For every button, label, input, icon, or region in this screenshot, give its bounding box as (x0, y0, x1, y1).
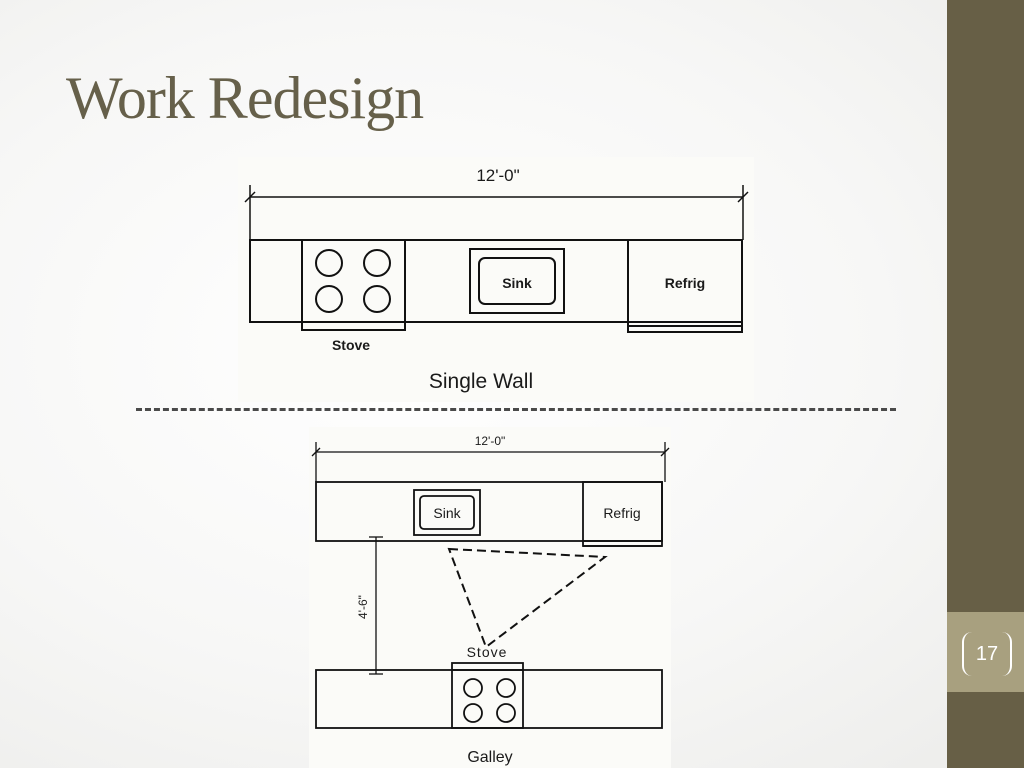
stove-burner (496, 703, 516, 723)
sink-basin (478, 257, 556, 305)
dimension-slash-right (737, 191, 749, 203)
stove (301, 239, 406, 331)
galley-sink-label: Sink (433, 505, 461, 521)
dimension-slash-left (244, 191, 256, 203)
sink (469, 248, 565, 314)
stove-burner (496, 678, 516, 698)
sink (413, 489, 481, 536)
refrigerator (627, 239, 743, 333)
single-wall-dimension-label: 12'-0" (476, 166, 519, 185)
dashed-separator (136, 408, 896, 411)
galley-stove-label: Stove (467, 644, 508, 660)
single-wall-sink-label: Sink (502, 275, 532, 291)
single-wall-stove-label: Stove (332, 337, 370, 353)
single-wall-plan: 12'-0" Sink Refrig Stove Single Wall (238, 157, 754, 402)
galley-caption: Galley (467, 749, 512, 766)
galley-plan: 12'-0" Sink Refrig Stove 4'-6" Galley (309, 427, 671, 768)
galley-depth-label: 4'-6" (356, 595, 370, 619)
stove-burner (315, 249, 343, 277)
single-wall-drawing: 12'-0" Sink Refrig Stove Single Wall (244, 166, 749, 393)
stove-burner (463, 678, 483, 698)
stove-burner (315, 285, 343, 313)
slide-title: Work Redesign (66, 65, 424, 131)
stove-burner (363, 249, 391, 277)
single-wall-caption: Single Wall (429, 370, 533, 393)
single-wall-refrig-label: Refrig (665, 275, 705, 291)
galley-drawing: 12'-0" Sink Refrig Stove 4'-6" Galley (311, 434, 670, 766)
bottom-counter (315, 669, 663, 729)
galley-dimension-label: 12'-0" (475, 434, 506, 448)
stove-burner (463, 703, 483, 723)
galley-refrig-label: Refrig (603, 505, 640, 521)
stove (451, 662, 524, 729)
stove-burner (363, 285, 391, 313)
page-number: 17 (962, 632, 1012, 676)
sink-basin (419, 495, 475, 530)
work-triangle (447, 547, 608, 649)
